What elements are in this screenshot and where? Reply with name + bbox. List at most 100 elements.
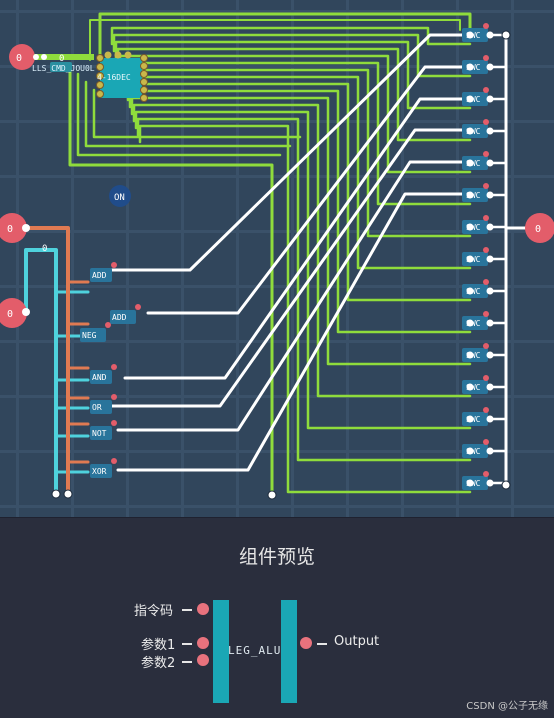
decoder-output-pin[interactable] [140,94,148,102]
switch-pin [486,255,494,263]
gate-state-dot [111,262,117,268]
switch-state-dot [483,119,489,125]
switch-state-dot [483,151,489,157]
grid-line [0,340,554,343]
port-connector [22,308,30,316]
switch-swc[interactable] [462,252,488,266]
component-right-bar [281,600,297,703]
decoder-pin[interactable] [124,51,132,59]
pin-dot [41,54,47,60]
switch-swc[interactable] [462,476,488,490]
switch-swc[interactable] [462,316,488,330]
input-pin-opcode[interactable] [197,603,209,615]
switch-swc[interactable] [462,28,488,42]
gate-label: AND [92,373,107,382]
switch-swc[interactable] [462,92,488,106]
gate-label: XOR [92,467,107,476]
switch-pin [486,447,494,455]
input-pin-dash [182,609,192,611]
switch-swc[interactable] [462,60,488,74]
output-pin[interactable] [300,637,312,649]
switch-swc[interactable] [462,444,488,458]
port-left-upper-value[interactable]: 0 [7,224,13,235]
wire-green [110,26,472,46]
decoder-output-pin[interactable] [140,86,148,94]
decoder-input-pin[interactable] [96,63,104,71]
port-top-left-value[interactable]: 0 [16,53,22,64]
switch-swc[interactable] [462,156,488,170]
switch-swc[interactable] [462,188,488,202]
decoder-output-pin[interactable] [140,62,148,70]
decoder-chip[interactable] [100,58,142,98]
wire-green [114,40,472,110]
decoder-output-pin[interactable] [140,78,148,86]
decoder-input-pin[interactable] [96,90,104,98]
decoder-label: 4-16DEC [97,73,131,82]
switch-swc[interactable] [462,348,488,362]
decoder-pin[interactable] [104,51,112,59]
input-pin-label-arg1: 参数1 [141,638,176,653]
gate-not[interactable] [90,426,112,440]
input-port-left-upper[interactable] [0,213,27,243]
port-left-lower-value[interactable]: 0 [7,309,13,320]
bus-splitter[interactable] [34,54,94,60]
decoder-output-pin[interactable] [140,54,148,62]
wire-orange [24,226,70,496]
grid-line [0,285,554,288]
output-port-right[interactable] [525,213,554,243]
wire-green [76,72,282,157]
input-pin-arg1[interactable] [197,637,209,649]
grid-line [456,0,459,517]
on-constant[interactable] [109,185,131,207]
input-port-top-left[interactable] [9,44,35,70]
switch-label: SWC [466,319,481,328]
decoder-output-pin[interactable] [140,70,148,78]
switch-state-dot [483,183,489,189]
gate-add[interactable] [110,310,136,324]
switch-pin [486,383,494,391]
wire-green [132,103,472,398]
decoder-input-pin[interactable] [96,54,104,62]
gate-or[interactable] [90,400,112,414]
wire-green [92,88,302,139]
switch-swc[interactable] [462,124,488,138]
gate-state-dot [111,364,117,370]
switch-swc[interactable] [462,284,488,298]
switch-pin [466,63,474,71]
switch-label: SWC [466,351,481,360]
grid-line [0,450,554,453]
port-right-output-value[interactable]: 0 [535,224,541,235]
wire-endpoint [501,480,511,490]
gate-neg[interactable] [80,328,106,342]
switch-swc[interactable] [462,380,488,394]
input-pin-arg2[interactable] [197,654,209,666]
wire-green [136,117,472,462]
wire-green [98,12,472,62]
decoder-input-pin[interactable] [96,72,104,80]
switch-swc[interactable] [462,220,488,234]
bus-splitter-box[interactable] [50,62,72,72]
grid-line [0,395,554,398]
input-port-left-lower[interactable] [0,298,27,328]
gate-add[interactable] [90,268,112,282]
switch-label: SWC [466,255,481,264]
switch-pin [486,415,494,423]
wire-white [108,128,472,408]
decoder-pin[interactable] [114,51,122,59]
component-name: LEG_ALU [228,644,282,657]
wire-endpoint [267,490,277,500]
switch-label: SWC [466,31,481,40]
gate-xor[interactable] [90,464,112,478]
switch-swc[interactable] [462,412,488,426]
gate-and[interactable] [90,370,112,384]
wire-endpoint [63,489,73,499]
switch-state-dot [483,439,489,445]
gate-state-dot [111,458,117,464]
switch-pin [486,223,494,231]
switch-pin [466,159,474,167]
switch-pin [486,287,494,295]
decoder-input-pin[interactable] [96,81,104,89]
switch-pin [466,255,474,263]
components-layer[interactable]: ADDADDNEGANDORNOTXORSWCSWCSWCSWCSWCSWCSW… [0,0,554,517]
